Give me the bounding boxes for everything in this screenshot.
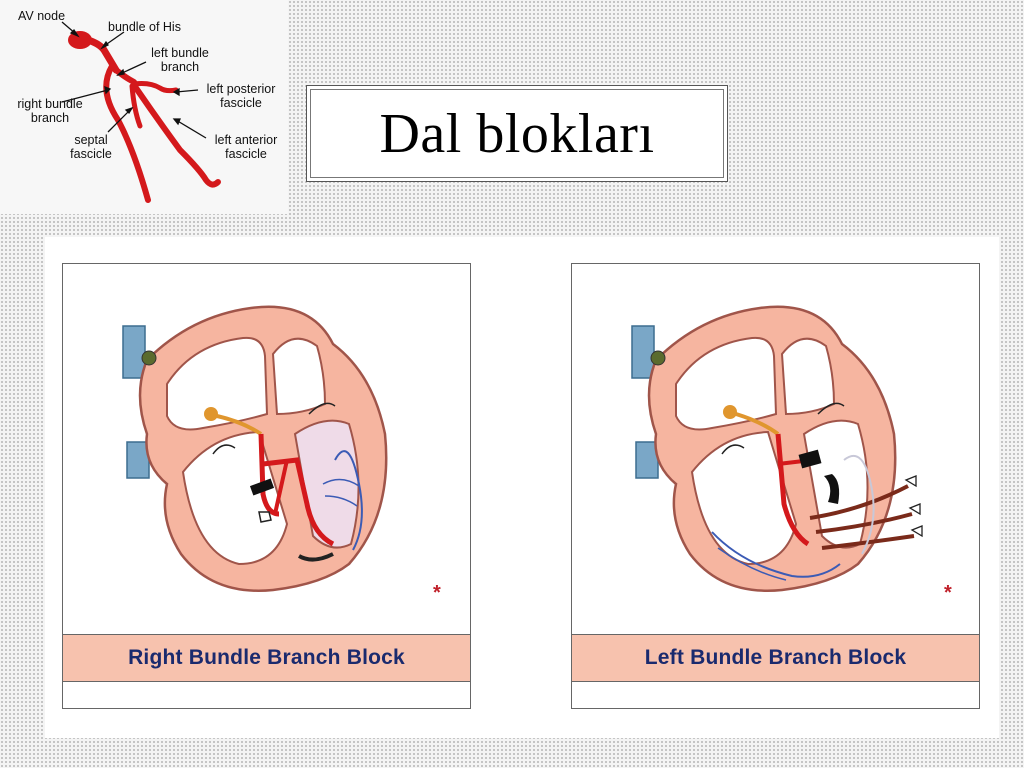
septal-fascicle-label: septal fascicle xyxy=(70,133,112,161)
left-posterior-fascicle-label: left posterior fascicle xyxy=(206,82,276,110)
left-anterior-fascicle-shape xyxy=(133,85,221,188)
lbbb-panel: * Left Bundle Branch Block xyxy=(571,263,980,709)
conduction-system-diagram: AV node bundle of His left bundle branch… xyxy=(0,0,288,214)
rbbb-caption: Right Bundle Branch Block xyxy=(128,646,405,669)
lbbb-caption-band: Left Bundle Branch Block xyxy=(572,634,979,682)
rbbb-heart-drawing xyxy=(122,305,388,592)
right-bundle-branch-label: right bundle branch xyxy=(17,97,83,125)
conduction-system-drawing xyxy=(61,21,221,203)
lbbb-heart-drawing xyxy=(631,305,923,592)
lbbb-caption: Left Bundle Branch Block xyxy=(644,646,907,669)
av-node-label: AV node xyxy=(18,9,66,23)
left-anterior-fascicle-label: left anterior fascicle xyxy=(214,133,278,161)
left-posterior-fascicle-shape xyxy=(131,81,179,94)
left-bundle-branch-label: left bundle branch xyxy=(151,46,209,74)
left-bundle-branch-shape xyxy=(113,67,137,85)
av-node-shape xyxy=(68,31,92,49)
slide-title: Dal blokları xyxy=(379,102,655,165)
septal-fascicle-shape xyxy=(129,83,143,129)
rbbb-panel: * Right Bundle Branch Block xyxy=(62,263,471,709)
lbbb-asterisk: * xyxy=(944,582,952,604)
rbbb-caption-band: Right Bundle Branch Block xyxy=(63,634,470,682)
pointer-arrows xyxy=(61,21,207,139)
bundle-of-his-label: bundle of His xyxy=(108,20,181,34)
slide-title-box: Dal blokları xyxy=(306,85,728,182)
rbbb-asterisk: * xyxy=(433,582,441,604)
right-bundle-branch-shape xyxy=(103,63,151,203)
